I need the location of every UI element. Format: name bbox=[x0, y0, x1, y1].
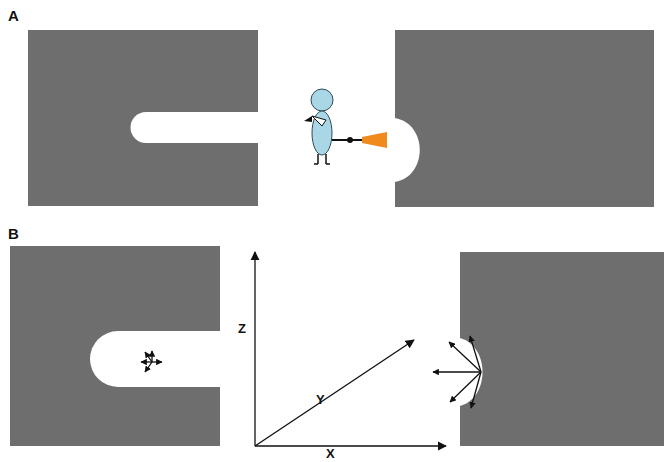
notch-vector-arrows bbox=[433, 336, 481, 408]
axis-label: Y bbox=[316, 393, 325, 406]
panel-b-right-block bbox=[460, 252, 664, 446]
slot-vector-arrows bbox=[141, 351, 162, 372]
axis-label: Z bbox=[238, 322, 246, 335]
person-figure bbox=[304, 89, 387, 164]
panel-letter: B bbox=[8, 226, 19, 241]
panel-a-right-block bbox=[395, 30, 654, 207]
axis-label: X bbox=[326, 447, 335, 460]
panel-letter: A bbox=[8, 8, 19, 23]
panel-b-left-block bbox=[10, 246, 220, 446]
coordinate-axes bbox=[255, 252, 446, 446]
panel-a-left-block bbox=[28, 30, 258, 206]
